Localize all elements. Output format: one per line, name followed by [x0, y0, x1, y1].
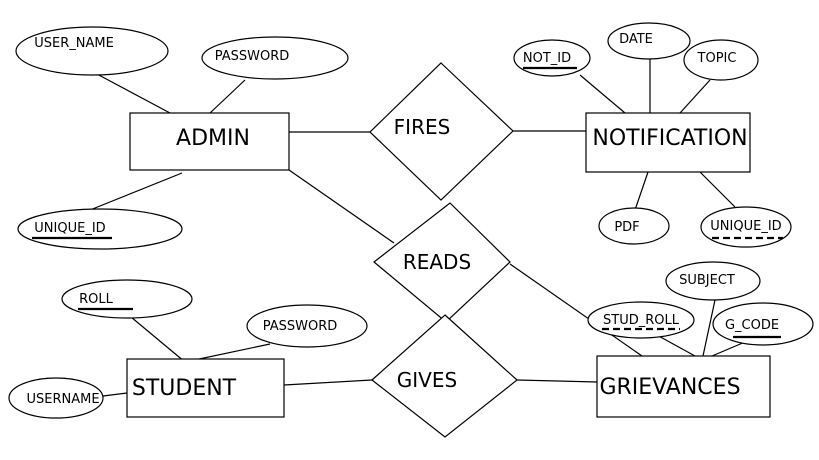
- line-admin-reads: [288, 169, 395, 244]
- attr-label: DATE: [619, 32, 653, 47]
- attr-label: UNIQUE_ID: [34, 221, 105, 236]
- entity-student: STUDENT: [126, 358, 285, 418]
- line-notif-pdf: [634, 171, 649, 211]
- entity-label: NOTIFICATION: [592, 126, 747, 151]
- line-admin-username: [94, 72, 171, 114]
- attr-notif-unique-id: UNIQUE_ID: [700, 206, 792, 248]
- line-admin-uniqueid: [89, 172, 183, 211]
- attr-admin-password: PASSWORD: [201, 36, 349, 80]
- line-student-gives: [283, 379, 373, 386]
- attr-label: G_CODE: [725, 318, 779, 333]
- line-admin-password: [209, 79, 246, 114]
- attr-notif-not-id: NOT_ID: [513, 39, 591, 77]
- relationship-reads: READS: [373, 202, 511, 323]
- attr-label: PDF: [614, 220, 639, 235]
- line-griev-gcode: [711, 341, 746, 357]
- entity-label: GRIEVANCES: [599, 375, 740, 400]
- relationship-fires: FIRES: [369, 62, 514, 201]
- attr-admin-user-name: USER_NAME: [15, 26, 169, 76]
- attr-label: UNIQUE_ID: [710, 219, 781, 234]
- attr-label: ROLL: [79, 292, 114, 307]
- relationship-gives: GIVES: [371, 314, 518, 438]
- attr-notif-date: DATE: [607, 22, 691, 60]
- line-notif-notid: [579, 74, 626, 114]
- line-student-username: [102, 392, 128, 397]
- attr-label: PASSWORD: [215, 49, 290, 64]
- relationship-label: FIRES: [394, 115, 451, 139]
- line-griev-studroll: [654, 333, 696, 357]
- attr-label: USERNAME: [26, 392, 99, 407]
- line-reads-grievances: [509, 263, 643, 357]
- attr-label: NOT_ID: [523, 51, 571, 66]
- attr-label: TOPIC: [697, 51, 737, 66]
- attr-student-username: USERNAME: [8, 377, 104, 419]
- attr-label: STUD_ROLL: [603, 313, 680, 328]
- attr-notif-topic: TOPIC: [683, 39, 759, 81]
- attr-griev-subject: SUBJECT: [665, 261, 761, 301]
- relationship-label: GIVES: [397, 368, 457, 392]
- entity-label: ADMIN: [176, 126, 250, 151]
- line-notif-topic: [679, 79, 711, 114]
- attr-griev-g-code: G_CODE: [712, 302, 814, 346]
- attr-label: USER_NAME: [34, 36, 114, 51]
- attr-griev-stud-roll: STUD_ROLL: [587, 301, 695, 339]
- attr-notif-pdf: PDF: [598, 207, 670, 245]
- line-student-roll: [124, 311, 186, 363]
- line-notif-uniqueid: [699, 171, 736, 208]
- line-gives-grievances: [516, 379, 598, 383]
- entity-admin: ADMIN: [129, 112, 290, 171]
- attr-admin-unique-id: UNIQUE_ID: [17, 208, 183, 250]
- attr-label: PASSWORD: [263, 319, 338, 334]
- relationship-label: READS: [403, 250, 471, 274]
- entity-grievances: GRIEVANCES: [596, 355, 771, 418]
- line-griev-subject: [702, 299, 716, 357]
- entity-notification: NOTIFICATION: [585, 112, 751, 173]
- attr-student-roll: ROLL: [61, 279, 193, 319]
- entity-label: STUDENT: [132, 376, 237, 401]
- attr-label: SUBJECT: [679, 273, 735, 288]
- attr-student-password: PASSWORD: [246, 304, 368, 348]
